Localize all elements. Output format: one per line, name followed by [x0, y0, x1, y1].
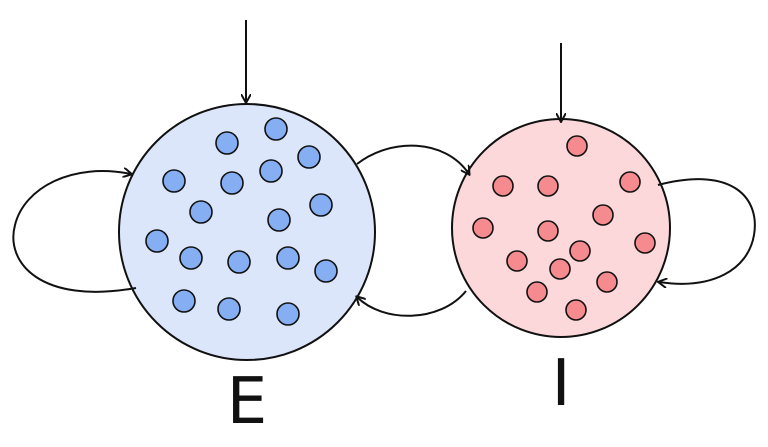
neuron [220, 171, 244, 195]
population-i-label: I [552, 347, 571, 421]
neuron [592, 204, 614, 226]
recurrent-i-arrow [658, 178, 756, 284]
neuron [314, 259, 338, 283]
neuron [276, 302, 300, 326]
neuron [267, 208, 291, 232]
neuron [189, 200, 213, 224]
neuron [172, 289, 196, 313]
neuron [537, 175, 559, 197]
neuron [297, 145, 321, 169]
neuron [569, 240, 591, 262]
neuron [309, 193, 333, 217]
neuron [596, 271, 618, 293]
neuron [217, 297, 241, 321]
population-e-label: E [227, 365, 267, 439]
neuron [634, 232, 656, 254]
neuron [472, 217, 494, 239]
neuron [215, 131, 239, 155]
population-i: I [451, 118, 671, 421]
neuron [276, 246, 300, 270]
projection-i-to-e-arrow [357, 290, 467, 317]
neuron [537, 220, 559, 242]
projection-e-to-i-arrow [356, 144, 469, 174]
neuron [179, 246, 203, 270]
neuron [264, 117, 288, 141]
population-e: E [118, 103, 376, 439]
neuron [565, 299, 587, 321]
neuron [259, 159, 283, 183]
population-e-neurons [145, 117, 338, 326]
neuron [526, 281, 548, 303]
neuron [227, 250, 251, 274]
neuron [492, 175, 514, 197]
neuron [566, 135, 588, 157]
neuron [162, 169, 186, 193]
neuron [145, 229, 169, 253]
recurrent-e-arrow [12, 171, 137, 293]
population-i-neurons [472, 135, 656, 321]
neuron [549, 258, 571, 280]
neuron [619, 171, 641, 193]
neuron [506, 250, 528, 272]
